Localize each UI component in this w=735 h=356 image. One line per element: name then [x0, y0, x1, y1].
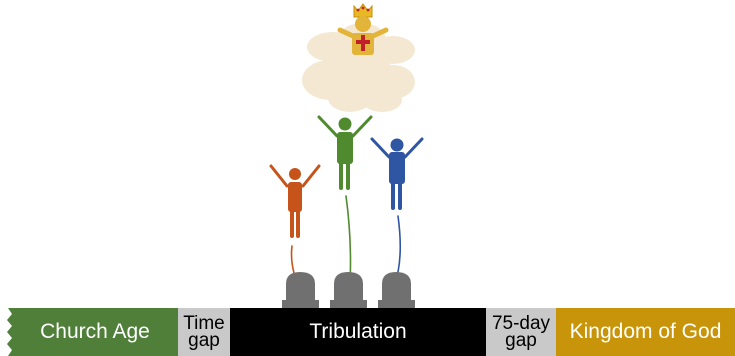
crowned-figure-icon: [337, 3, 389, 55]
cloud-icon: [302, 23, 415, 112]
tombstone-icon-2: [330, 272, 367, 308]
timeline-bar: Church Age Time gap Tribulation 75-day g…: [0, 308, 735, 356]
person-icon-orange: [269, 164, 321, 281]
tombstone-icon-1: [282, 272, 319, 308]
tombstone-icon-3: [378, 272, 415, 308]
tribulation-segment: Tribulation: [230, 308, 486, 356]
75-day-gap-label-line2: gap: [505, 330, 537, 351]
time-gap-segment: Time gap: [178, 308, 230, 356]
tribulation-label: Tribulation: [309, 320, 407, 343]
person-icon-blue: [370, 137, 424, 287]
time-gap-label-line2: gap: [188, 330, 220, 351]
kingdom-of-god-segment: Kingdom of God: [556, 308, 735, 356]
church-age-segment: Church Age: [12, 308, 178, 356]
person-icon-green: [317, 115, 373, 285]
75-day-gap-segment: 75-day gap: [486, 308, 556, 356]
75-day-gap-label-line1: 75-day: [491, 313, 551, 334]
time-gap-label-line1: Time: [183, 313, 225, 334]
church-age-label: Church Age: [40, 320, 150, 343]
kingdom-of-god-label: Kingdom of God: [569, 320, 722, 343]
